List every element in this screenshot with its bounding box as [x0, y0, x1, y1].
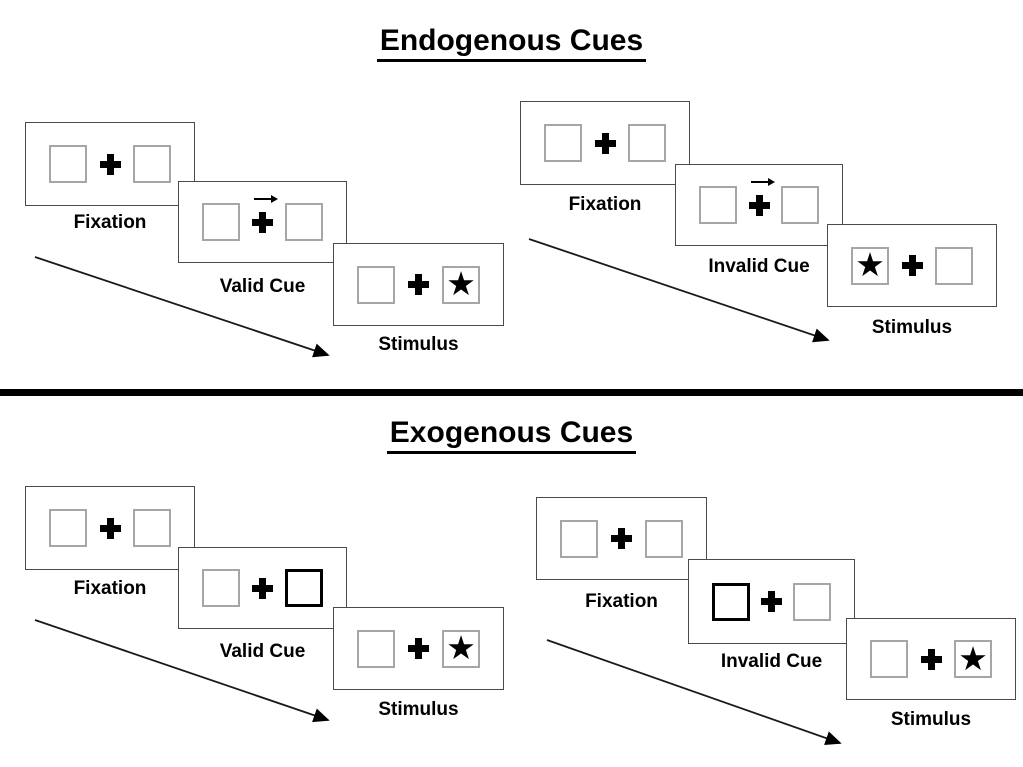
- frame-center: [99, 153, 121, 175]
- star-icon: ★: [855, 245, 885, 284]
- fixation-frame: [25, 122, 195, 206]
- stimulus-label: Stimulus: [890, 709, 972, 730]
- frame-center: [611, 528, 632, 549]
- fixation-cross-icon: [748, 194, 770, 216]
- left-box: [870, 640, 908, 678]
- fixation-cross-icon: [252, 577, 273, 599]
- right-box: [133, 145, 171, 183]
- timeline-arrow-endogenous-valid: [34, 256, 330, 358]
- frame-center: [761, 591, 782, 612]
- cue-label: Invalid Cue: [720, 651, 823, 672]
- stimulus-frame: ★: [333, 243, 504, 326]
- fixation-cross-icon: [594, 132, 616, 154]
- right-box: [781, 186, 819, 224]
- right-box-with-star: ★: [442, 264, 480, 304]
- stimulus-frame: ★: [846, 618, 1016, 700]
- frame-center: [920, 648, 942, 670]
- right-box: [133, 509, 171, 547]
- left-box: [202, 203, 240, 241]
- left-box: [560, 519, 598, 558]
- fixation-cross-icon: [901, 255, 923, 276]
- left-box: [699, 186, 737, 224]
- left-box-highlighted-cue: [712, 582, 750, 621]
- fixation-cross-icon: [99, 153, 121, 175]
- fixation-cross-icon: [920, 648, 942, 670]
- frame-center: [252, 577, 273, 599]
- fixation-cross-icon: [408, 274, 429, 295]
- right-box: [645, 519, 683, 558]
- left-box: [49, 509, 87, 547]
- stimulus-label: Stimulus: [378, 699, 459, 720]
- right-box: [628, 124, 666, 162]
- cue-label: Valid Cue: [219, 641, 306, 662]
- left-box: [357, 265, 395, 304]
- fixation-frame: [536, 497, 707, 580]
- left-box: [49, 145, 87, 183]
- fixation-cross-icon: [408, 638, 429, 659]
- cue-frame: [178, 547, 347, 629]
- left-box-with-star: ★: [851, 245, 889, 285]
- fixation-label: Fixation: [73, 212, 147, 233]
- stimulus-frame: ★: [333, 607, 504, 690]
- star-icon: ★: [446, 628, 476, 667]
- cue-label: Invalid Cue: [708, 256, 810, 277]
- fixation-label: Fixation: [73, 578, 147, 599]
- frame-center: [748, 177, 775, 216]
- fixation-cross-icon: [611, 528, 632, 549]
- cue-label: Valid Cue: [219, 276, 306, 297]
- section-title-exogenous: Exogenous Cues: [0, 416, 1023, 454]
- fixation-cross-icon: [252, 211, 273, 233]
- right-box-with-star: ★: [954, 640, 992, 678]
- right-box: [285, 203, 323, 241]
- frame-center: [901, 255, 923, 276]
- right-arrow-cue-icon: [750, 177, 775, 186]
- right-box: [793, 582, 831, 621]
- frame-center: [99, 517, 121, 539]
- right-box: [935, 246, 973, 285]
- fixation-frame: [25, 486, 195, 570]
- stimulus-label: Stimulus: [378, 334, 459, 355]
- left-box: [357, 629, 395, 668]
- right-box-highlighted-cue: [285, 569, 323, 607]
- frame-center: [408, 638, 429, 659]
- frame-center: [594, 132, 616, 154]
- fixation-cross-icon: [99, 517, 121, 539]
- cue-frame: [178, 181, 347, 263]
- fixation-cross-icon: [761, 591, 782, 612]
- left-box: [202, 569, 240, 607]
- stimulus-frame: ★: [827, 224, 997, 307]
- right-box-with-star: ★: [442, 628, 480, 668]
- section-title-endogenous-text: Endogenous Cues: [376, 24, 647, 62]
- stimulus-label: Stimulus: [871, 317, 953, 338]
- frame-center: [252, 194, 278, 233]
- frame-center: [408, 274, 429, 295]
- fixation-label: Fixation: [585, 591, 658, 612]
- timeline-arrow-exogenous-valid: [34, 619, 330, 723]
- fixation-label: Fixation: [568, 194, 642, 215]
- cue-frame: [688, 559, 855, 644]
- section-title-endogenous: Endogenous Cues: [0, 24, 1023, 62]
- section-title-exogenous-text: Exogenous Cues: [386, 416, 637, 454]
- star-icon: ★: [446, 264, 476, 303]
- section-divider: [0, 389, 1023, 396]
- right-arrow-cue-icon: [254, 194, 278, 203]
- fixation-frame: [520, 101, 690, 185]
- star-icon: ★: [958, 638, 988, 678]
- cue-frame: [675, 164, 843, 246]
- left-box: [544, 124, 582, 162]
